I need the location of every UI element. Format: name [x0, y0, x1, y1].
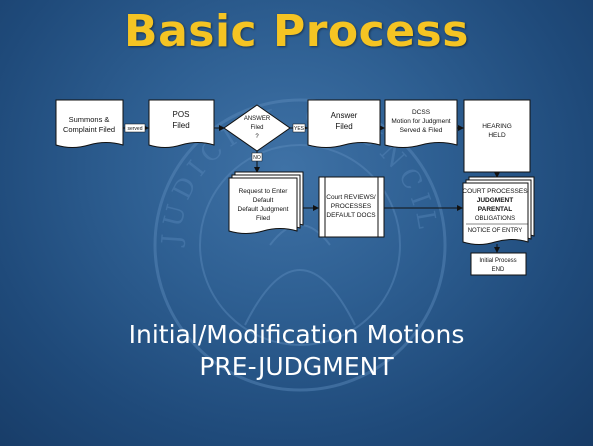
node-pos-filed: POS Filed: [148, 99, 215, 148]
edge-label-yes-box: [292, 123, 306, 133]
summons-label-2: Complaint Filed: [63, 125, 115, 134]
subtitle-line-1: Initial/Modification Motions: [128, 320, 465, 349]
decision-label-3: ?: [255, 134, 259, 140]
processes-label-2: JUDGMENT: [477, 197, 514, 204]
node-dcss-motion: DCSS Motion for Judgment Served & Filed: [384, 99, 458, 148]
dcss-label-3: Served & Filed: [400, 127, 443, 134]
review-label-3: DEFAULT DOCS: [326, 212, 376, 219]
decision-label-2: Filed: [250, 125, 263, 131]
summons-label-1: Summons &: [69, 115, 110, 124]
answer-filed-label-1: Answer: [331, 111, 358, 120]
hearing-label-1: HEARING: [482, 123, 512, 130]
processes-label-1: COURT PROCESSES: [462, 188, 528, 195]
subtitle-line-2: PRE-JUDGMENT: [199, 352, 394, 381]
request-label-3: Default Judgment: [238, 206, 289, 213]
edge-label-served: served: [127, 126, 142, 132]
request-label-2: Default: [253, 197, 274, 204]
dcss-label-2: Motion for Judgment: [391, 118, 450, 125]
node-answer-decision: ANSWER Filed ?: [223, 104, 291, 152]
edge-label-yes: YES: [294, 126, 305, 132]
slide-title: Basic Process: [124, 6, 469, 57]
node-court-reviews: Court REVIEWS/ PROCESSES DEFAULT DOCS: [318, 176, 385, 238]
node-answer-filed: Answer Filed: [307, 99, 381, 148]
end-label-2: END: [492, 267, 505, 273]
processes-label-3: PARENTAL: [478, 206, 512, 213]
edge-label-no: NO: [253, 155, 261, 161]
pos-label-1: POS: [173, 110, 190, 119]
review-label-1: Court REVIEWS/: [326, 194, 376, 201]
review-label-2: PROCESSES: [331, 203, 372, 210]
pos-label-2: Filed: [172, 121, 189, 130]
notice-of-entry-label: NOTICE OF ENTRY: [468, 228, 523, 234]
request-label-1: Request to Enter: [239, 188, 289, 195]
decision-label-1: ANSWER: [244, 116, 271, 122]
node-initial-end: Initial Process END: [470, 252, 527, 276]
edge-label-no-box: [251, 152, 263, 162]
node-summons-complaint: Summons & Complaint Filed: [55, 99, 124, 148]
processes-label-4: OBLIGATIONS: [475, 216, 515, 222]
node-request-default: Request to Enter Default Default Judgmen…: [228, 171, 304, 234]
node-court-processes: COURT PROCESSES JUDGMENT PARENTAL OBLIGA…: [462, 176, 535, 245]
hearing-label-2: HELD: [488, 132, 506, 139]
request-label-4: Filed: [256, 215, 270, 222]
edge-label-served-box: [124, 123, 146, 133]
node-hearing-held: HEARING HELD: [463, 99, 531, 173]
answer-filed-label-2: Filed: [335, 122, 352, 131]
end-label-1: Initial Process: [479, 258, 516, 264]
dcss-label-1: DCSS: [412, 109, 431, 116]
